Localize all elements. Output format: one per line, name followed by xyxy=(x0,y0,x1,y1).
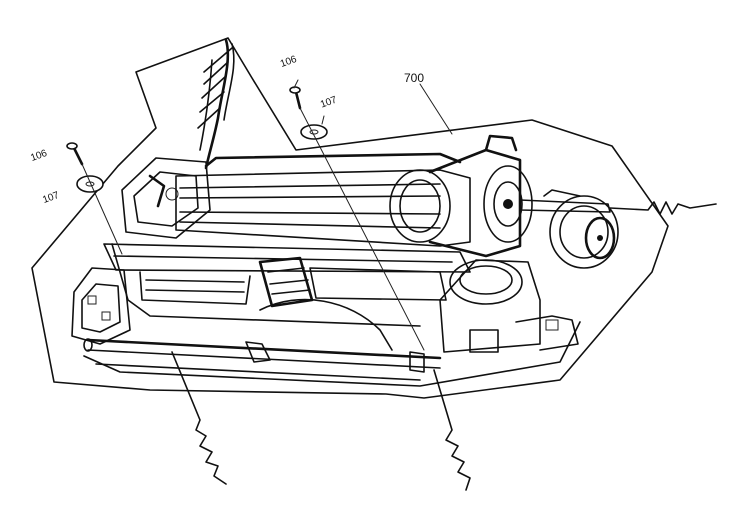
label-assembly: 700 xyxy=(404,71,424,85)
assembly-outline xyxy=(31,37,669,399)
top-screw-leader xyxy=(299,107,425,351)
top-washer-107 xyxy=(300,115,328,140)
bottom-tray xyxy=(83,321,581,387)
platen-roller xyxy=(175,152,471,247)
ribbon-cable xyxy=(197,38,235,170)
bottom-middle-leader-line xyxy=(433,369,471,491)
left-screw-106 xyxy=(66,142,84,166)
label-top-screw: 106 xyxy=(279,54,299,70)
print-mechanism-body xyxy=(103,243,471,351)
left-frame xyxy=(121,157,211,239)
top-screw-106 xyxy=(289,79,302,110)
left-bracket xyxy=(71,267,131,345)
left-washer-107 xyxy=(76,175,104,193)
label-left-screw: 106 xyxy=(29,148,49,164)
right-leader-line xyxy=(609,201,717,215)
label-left-washer: 107 xyxy=(41,190,61,206)
label-top-washer: 107 xyxy=(319,94,339,110)
bottom-left-leader-line xyxy=(171,351,227,485)
feed-motor xyxy=(519,189,619,269)
assembly-leader xyxy=(419,83,453,135)
guide-shaft xyxy=(83,338,442,373)
step-motor xyxy=(439,259,579,353)
left-screw-leader xyxy=(81,163,123,255)
